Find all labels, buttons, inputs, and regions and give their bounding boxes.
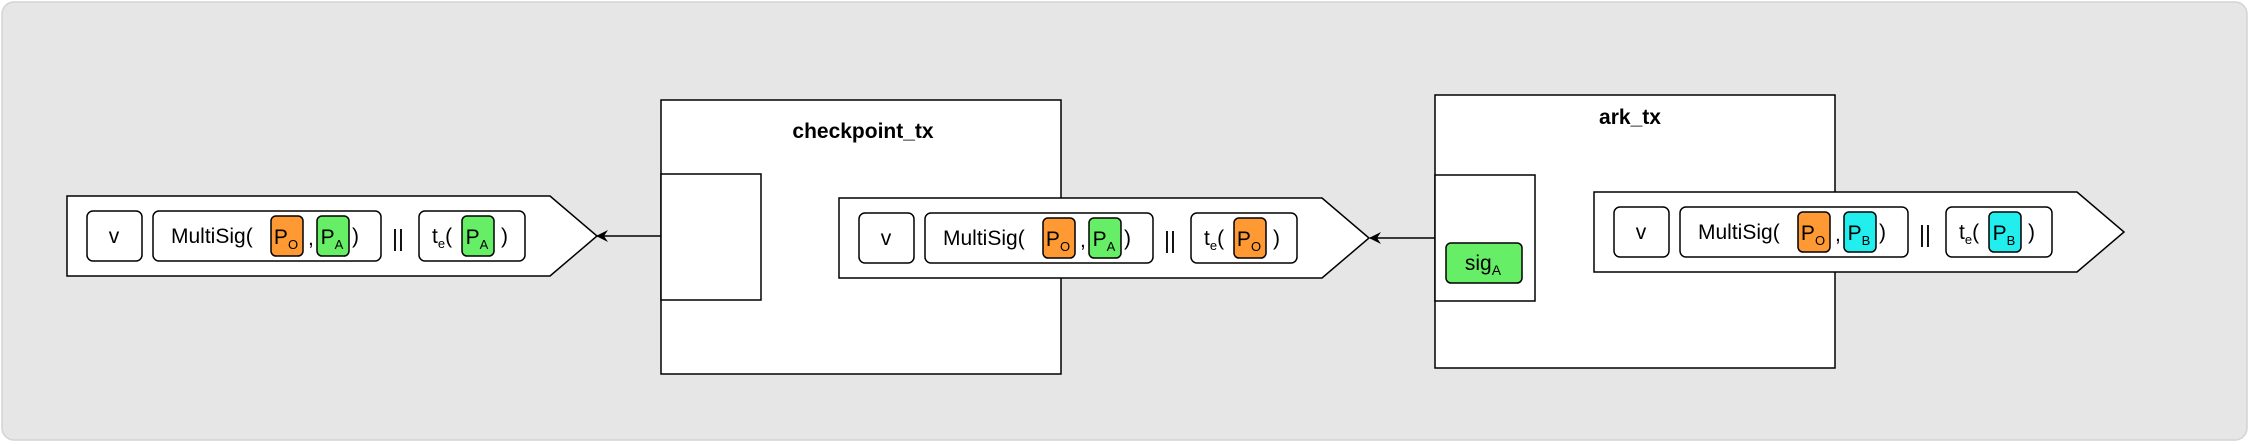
multisig-separator: ,: [1080, 229, 1086, 252]
timelock-prefix: t: [1204, 227, 1210, 250]
multisig-separator: ,: [1835, 223, 1841, 246]
checkpoint-tx-input-slot: [660, 173, 762, 301]
timelock-subscript: e: [1965, 232, 1972, 247]
svg-text:PA: PA: [466, 226, 489, 252]
timelock-open: (: [1972, 221, 1979, 244]
ark-tx-title: ark_tx: [1599, 106, 1661, 129]
key-label: P: [1801, 222, 1815, 245]
svg-text:PB: PB: [1848, 222, 1871, 248]
timelock-prefix: t: [1959, 221, 1965, 244]
key-box-2: PB: [1843, 211, 1877, 253]
svg-text:te(: te(: [1204, 227, 1224, 253]
svg-text:te(: te(: [1959, 221, 1979, 247]
timelock-open: (: [445, 225, 452, 248]
value-label: v: [1636, 221, 1647, 244]
svg-text:PB: PB: [1993, 222, 2016, 248]
timelock-box: te( PO): [1190, 212, 1298, 264]
multisig-suffix: ): [1879, 221, 1886, 244]
key-box-1: PO: [1042, 217, 1076, 259]
svg-text:PO: PO: [274, 226, 298, 252]
sig-label: sig: [1465, 252, 1492, 275]
value-label: v: [881, 227, 892, 250]
timelock-close: ): [1273, 227, 1280, 250]
svg-text:te(: te(: [432, 225, 452, 251]
key-label: P: [1237, 228, 1251, 251]
multisig-box: MultiSig(PO,PA): [924, 212, 1154, 264]
svg-text:PO: PO: [1801, 222, 1825, 248]
value-box: v: [858, 212, 915, 264]
svg-text:PO: PO: [1237, 228, 1261, 254]
multisig-suffix: ): [352, 225, 359, 248]
svg-text:sigA: sigA: [1465, 252, 1502, 278]
key-box-2: PA: [1088, 217, 1122, 259]
timelock-key-box: PB: [1988, 211, 2022, 253]
key-subscript: A: [335, 237, 344, 252]
timelock-prefix: t: [432, 225, 438, 248]
timelock-open: (: [1217, 227, 1224, 250]
or-separator: ||: [1919, 221, 1931, 247]
key-subscript: O: [1815, 233, 1825, 248]
key-label: P: [1848, 222, 1862, 245]
value-box: v: [86, 210, 143, 262]
multisig-box: MultiSig(PO,PA): [152, 210, 382, 262]
multisig-prefix: MultiSig(: [1698, 221, 1780, 244]
multisig-prefix: MultiSig(: [943, 227, 1025, 250]
multisig-suffix: ): [1124, 227, 1131, 250]
timelock-key-box: PO: [1233, 217, 1267, 259]
sig-a-input: sigA: [1445, 242, 1523, 284]
multisig-prefix: MultiSig(: [171, 225, 253, 248]
key-label: P: [1046, 228, 1060, 251]
checkpoint-tx-title: checkpoint_tx: [792, 120, 934, 143]
or-separator: ||: [392, 225, 404, 251]
key-label: P: [321, 226, 335, 249]
key-subscript: B: [1862, 233, 1871, 248]
sig-subscript: A: [1492, 262, 1502, 278]
key-label: P: [1993, 222, 2007, 245]
timelock-box: te( PB): [1945, 206, 2053, 258]
key-label: P: [466, 226, 480, 249]
value-label: v: [109, 225, 120, 248]
svg-text:PA: PA: [321, 226, 344, 252]
key-subscript: O: [288, 237, 298, 252]
key-subscript: A: [1107, 239, 1116, 254]
key-box-1: PO: [270, 215, 304, 257]
key-label: P: [274, 226, 288, 249]
key-label: P: [1093, 228, 1107, 251]
key-subscript: A: [480, 237, 489, 252]
key-box-1: PO: [1797, 211, 1831, 253]
timelock-close: ): [2028, 221, 2035, 244]
multisig-separator: ,: [308, 227, 314, 250]
timelock-close: ): [501, 225, 508, 248]
key-subscript: O: [1060, 239, 1070, 254]
svg-text:PA: PA: [1093, 228, 1116, 254]
timelock-box: te( PA): [418, 210, 526, 262]
multisig-box: MultiSig(PO,PB): [1679, 206, 1909, 258]
value-box: v: [1613, 206, 1670, 258]
timelock-key-box: PA: [461, 215, 495, 257]
key-subscript: O: [1251, 239, 1261, 254]
svg-text:PO: PO: [1046, 228, 1070, 254]
key-subscript: B: [2007, 233, 2016, 248]
timelock-subscript: e: [1210, 238, 1217, 253]
key-box-2: PA: [316, 215, 350, 257]
timelock-subscript: e: [438, 236, 445, 251]
or-separator: ||: [1164, 227, 1176, 253]
